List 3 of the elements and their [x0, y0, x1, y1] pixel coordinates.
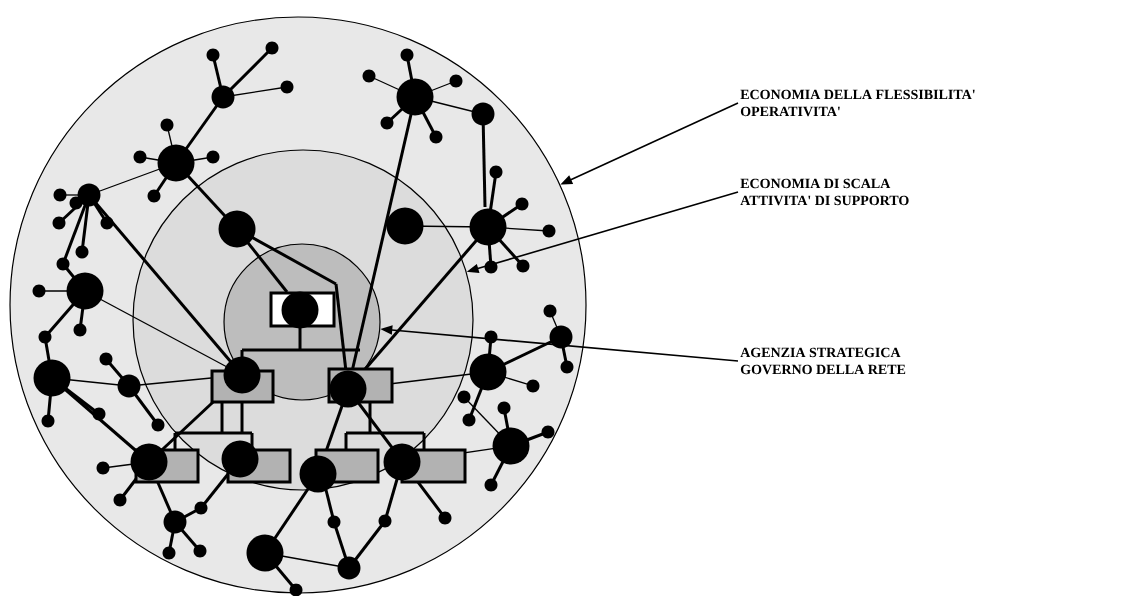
- zone-label: AGENZIA STRATEGICA GOVERNO DELLA RETE: [740, 347, 906, 375]
- zone-label: ECONOMIA DI SCALA ATTIVITA' DI SUPPORTO: [740, 178, 909, 206]
- zone-label: ECONOMIA DELLA FLESSIBILITA' OPERATIVITA': [740, 89, 975, 117]
